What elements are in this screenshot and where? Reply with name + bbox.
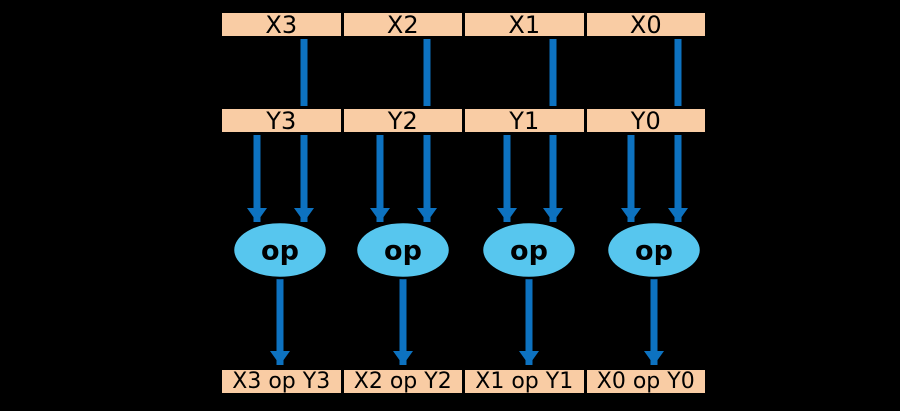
x-register-cell-0: X0	[583, 13, 706, 36]
op-label-0: op	[635, 236, 673, 267]
op-label-3: op	[261, 236, 299, 267]
op-node-3	[231, 220, 329, 280]
y-register-cell-2: Y2	[340, 109, 463, 132]
result-register-bar: X3 op Y3 X2 op Y2 X1 op Y1 X0 op Y0	[219, 367, 708, 396]
op-node-0	[605, 220, 703, 280]
op-label-2: op	[384, 236, 422, 267]
x-register-cell-3: X3	[265, 13, 298, 36]
y-register-cell-1: Y1	[462, 109, 584, 132]
op-node-1	[480, 220, 578, 280]
result-register-cell-3: X3 op Y3	[232, 370, 331, 393]
result-register-cell-0: X0 op Y0	[583, 370, 706, 393]
y-register-bar: Y3 Y2 Y1 Y0	[219, 106, 708, 135]
op-node-2	[354, 220, 452, 280]
op-label-1: op	[510, 236, 548, 267]
y-register-cell-3: Y3	[266, 109, 297, 132]
x-register-bar: X3 X2 X1 X0	[219, 10, 708, 39]
x-register-cell-1: X1	[462, 13, 584, 36]
result-register-cell-1: X1 op Y1	[462, 370, 584, 393]
result-register-cell-2: X2 op Y2	[340, 370, 463, 393]
y-register-cell-0: Y0	[583, 109, 706, 132]
x-register-cell-2: X2	[340, 13, 463, 36]
